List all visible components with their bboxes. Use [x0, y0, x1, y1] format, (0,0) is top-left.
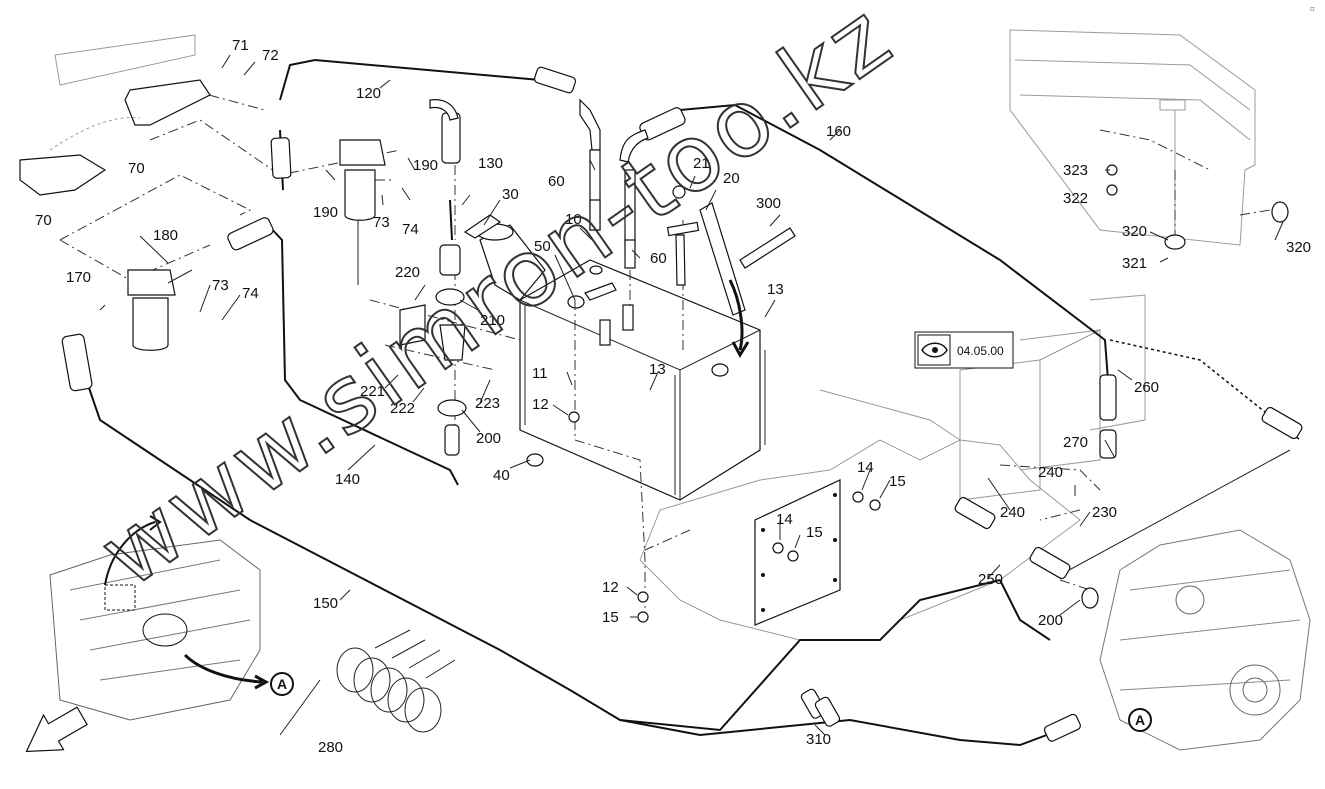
callout-322: 322: [1063, 190, 1088, 207]
callout-40: 40: [493, 467, 510, 484]
callout-15-lower: 15: [602, 609, 619, 626]
callout-60-lower: 60: [650, 250, 667, 267]
engine-illustration: [1099, 529, 1311, 751]
callout-223: 223: [475, 395, 500, 412]
hose-lines: [87, 58, 1109, 747]
callout-300: 300: [756, 195, 781, 212]
eye-icon: [921, 342, 948, 358]
callout-190-left: 190: [313, 204, 338, 221]
callout-170: 170: [66, 269, 91, 286]
callout-200-center: 200: [476, 430, 501, 447]
svg-text:A: A: [1135, 712, 1145, 728]
reference-label: 04.05.00: [957, 344, 1004, 358]
callout-323: 323: [1063, 162, 1088, 179]
dashed-return-line: [1109, 339, 1301, 441]
floor-plate-outline: [639, 389, 1081, 641]
callout-260: 260: [1134, 379, 1159, 396]
sensor-assembly: [399, 288, 467, 417]
corner-mark-icon: ▫: [1309, 4, 1315, 14]
callout-73-upper: 73: [373, 214, 390, 231]
callout-222: 222: [390, 400, 415, 417]
hose-fittings: [61, 66, 1303, 742]
hose-clamps: [336, 629, 456, 733]
callout-70-upper: 70: [128, 160, 145, 177]
callout-12-lower: 12: [602, 579, 619, 596]
reference-box[interactable]: 04.05.00: [914, 331, 1014, 369]
callout-71: 71: [232, 37, 249, 54]
svg-text:A: A: [277, 676, 287, 692]
callout-15-right: 15: [889, 473, 906, 490]
callout-14-right: 14: [857, 459, 874, 476]
callout-30: 30: [502, 186, 519, 203]
fuel-filters: [127, 139, 386, 351]
callout-14-mid: 14: [776, 511, 793, 528]
callout-130: 130: [478, 155, 503, 172]
callout-280: 280: [318, 739, 343, 756]
callout-a-left: A: [270, 672, 294, 696]
callout-310: 310: [806, 731, 831, 748]
callout-160: 160: [826, 123, 851, 140]
callout-180: 180: [153, 227, 178, 244]
callout-72: 72: [262, 47, 279, 64]
callout-150: 150: [313, 595, 338, 612]
callout-190-right: 190: [413, 157, 438, 174]
return-line-lower: [1059, 449, 1291, 576]
callout-74-lower: 74: [242, 285, 259, 302]
callout-20: 20: [723, 170, 740, 187]
callout-270: 270: [1063, 434, 1088, 451]
callout-73-lower: 73: [212, 277, 229, 294]
callout-320-left: 320: [1122, 223, 1147, 240]
cab-frame-outline: [1009, 29, 1256, 246]
callout-120: 120: [356, 85, 381, 102]
callout-11: 11: [532, 365, 548, 382]
callout-13-upper: 13: [767, 281, 784, 298]
callout-74-upper: 74: [402, 221, 419, 238]
mounting-plate: [754, 479, 841, 626]
callout-321: 321: [1122, 255, 1147, 272]
callout-220: 220: [395, 264, 420, 281]
callout-a-right: A: [1128, 708, 1152, 732]
leader-lines: [99, 54, 1284, 736]
callout-21: 21: [693, 155, 710, 172]
callout-70-lower: 70: [35, 212, 52, 229]
callout-numbers: 71 72 70 70 120 130 190 190 73 74 30 10 …: [35, 37, 1311, 756]
callout-240-right: 240: [1038, 464, 1063, 481]
callout-140: 140: [335, 471, 360, 488]
callout-240-left: 240: [1000, 504, 1025, 521]
fuel-tank: [463, 214, 766, 501]
callout-60-upper: 60: [548, 173, 565, 190]
callout-210: 210: [480, 312, 505, 329]
direction-arrows: [25, 279, 750, 753]
callout-13-lower: 13: [649, 361, 666, 378]
callout-250: 250: [978, 571, 1003, 588]
callout-221: 221: [360, 383, 385, 400]
callout-320-right: 320: [1286, 239, 1311, 256]
callout-12-upper: 12: [532, 396, 549, 413]
callout-200-right: 200: [1038, 612, 1063, 629]
machine-thumbnail: [49, 539, 261, 721]
callout-10: 10: [565, 211, 582, 228]
callout-230: 230: [1092, 504, 1117, 521]
callout-15-mid: 15: [806, 524, 823, 541]
brackets: [19, 34, 211, 196]
callout-50: 50: [534, 238, 551, 255]
